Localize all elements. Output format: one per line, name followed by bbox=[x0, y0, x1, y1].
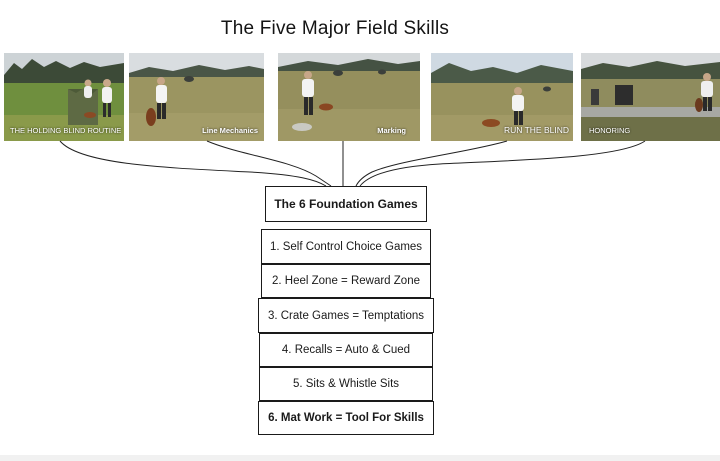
game-item-3: 3. Crate Games = Temptations bbox=[258, 298, 434, 333]
skill-caption: Line Mechanics bbox=[202, 126, 258, 135]
game-item-2: 2. Heel Zone = Reward Zone bbox=[261, 264, 431, 298]
skill-caption: THE HOLDING BLIND ROUTINE bbox=[10, 126, 122, 135]
game-item-6: 6. Mat Work = Tool For Skills bbox=[258, 401, 434, 435]
skill-photo-marking: Marking bbox=[278, 53, 420, 141]
skill-caption: RUN THE BLIND bbox=[503, 125, 569, 135]
marking-scene bbox=[278, 53, 420, 141]
honoring-scene bbox=[581, 53, 720, 141]
page-title: The Five Major Field Skills bbox=[220, 18, 450, 39]
game-item-5: 5. Sits & Whistle Sits bbox=[259, 367, 433, 401]
skill-photo-honoring: HONORING bbox=[581, 53, 720, 141]
run-the-blind-scene bbox=[431, 53, 573, 141]
skill-caption: HONORING bbox=[589, 126, 631, 135]
connector-line bbox=[355, 140, 508, 187]
foundation-games-box: The 6 Foundation Games bbox=[265, 186, 427, 222]
skill-photo-line-mechanics: Line Mechanics bbox=[129, 53, 264, 141]
game-item-1: 1. Self Control Choice Games bbox=[261, 229, 431, 264]
game-item-4: 4. Recalls = Auto & Cued bbox=[259, 333, 433, 367]
skill-photo-holding-blind: THE HOLDING BLIND ROUTINE bbox=[4, 53, 124, 141]
line-mechanics-scene bbox=[129, 53, 264, 141]
holding-blind-scene bbox=[4, 53, 124, 141]
connector-line bbox=[59, 140, 327, 187]
connector-line bbox=[359, 140, 646, 187]
connector-line bbox=[206, 140, 332, 187]
page-bottom-strip bbox=[0, 455, 720, 461]
skill-caption: Marking bbox=[377, 126, 406, 135]
skill-photo-run-the-blind: RUN THE BLIND bbox=[431, 53, 573, 141]
